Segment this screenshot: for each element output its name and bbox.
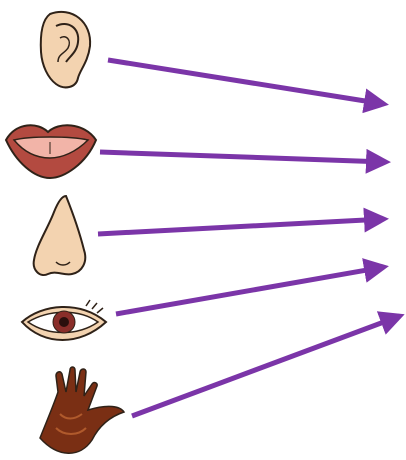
eye-icon xyxy=(22,300,106,340)
nose-icon xyxy=(34,196,86,275)
arrow-eye xyxy=(116,267,384,314)
arrow-hand xyxy=(132,316,400,416)
ear-icon xyxy=(41,12,90,87)
arrow-ear xyxy=(108,60,384,104)
arrow-nose xyxy=(98,219,384,234)
mouth-icon xyxy=(6,125,96,178)
arrow-mouth xyxy=(100,152,386,162)
hand-icon xyxy=(40,367,124,453)
